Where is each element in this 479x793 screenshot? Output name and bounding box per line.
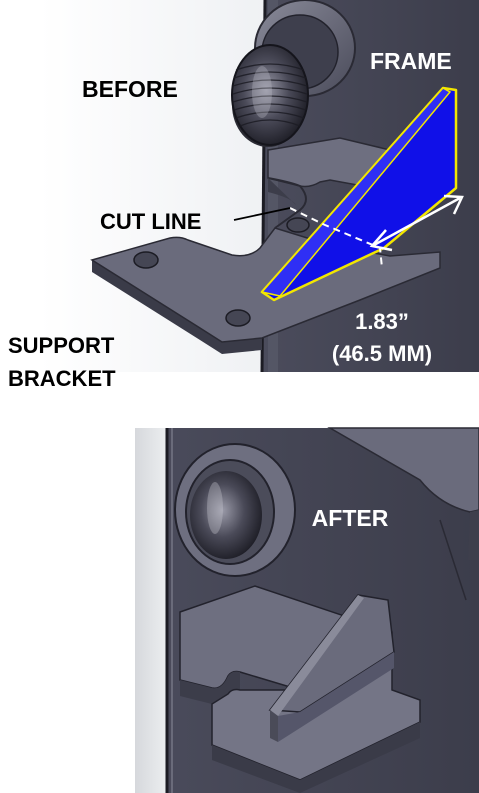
bracket-hole (225, 309, 251, 327)
before-panel: BEFORE FRAME CUT LINE 1.83” (46.5 MM) SU… (8, 0, 479, 391)
threaded-fitting (231, 44, 309, 147)
bracket-hole (286, 217, 310, 233)
after-label: AFTER (312, 505, 389, 531)
dimension-mm-label: (46.5 MM) (332, 341, 432, 366)
after-panel: AFTER (135, 427, 479, 793)
frame-label: FRAME (370, 48, 452, 74)
cut-line-leader (233, 207, 291, 221)
support-label-line1: SUPPORT (8, 333, 115, 358)
pipe-ring (174, 443, 296, 577)
cut-line (289, 207, 383, 269)
remaining-gusset (268, 594, 395, 742)
bracket-hole (133, 251, 159, 269)
dimension-arrow (369, 194, 464, 252)
support-label-line2: BRACKET (8, 366, 116, 391)
before-label: BEFORE (82, 76, 178, 102)
dimension-inches-label: 1.83” (355, 309, 409, 334)
cut-line-label: CUT LINE (100, 209, 201, 234)
after-left-strip (135, 428, 167, 793)
